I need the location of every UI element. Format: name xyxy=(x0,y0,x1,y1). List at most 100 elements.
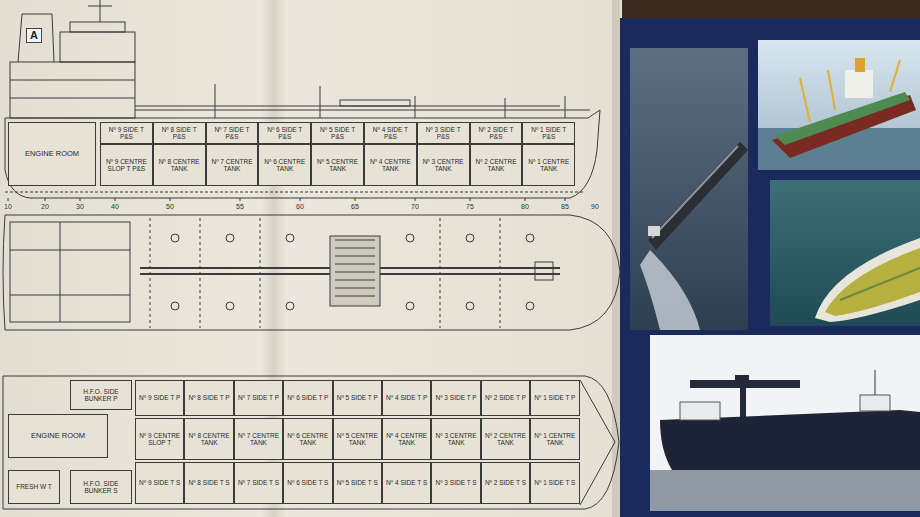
frame-number: 65 xyxy=(350,203,360,210)
photo-sea-wake xyxy=(630,48,748,330)
centre-tank-box: Nº 4 CENTRE TANK xyxy=(382,418,431,460)
profile-view xyxy=(100,0,101,22)
centre-tank-box: Nº 6 CENTRE TANK xyxy=(283,418,332,460)
side-tank-box: Nº 2 SIDE T P&S xyxy=(470,122,523,144)
book-page xyxy=(0,0,622,517)
tank-label: Nº 4 SIDE T S xyxy=(386,479,427,486)
centre-tank-box: Nº 6 CENTRE TANK xyxy=(258,144,311,186)
tank-label: H.F.O. SIDE BUNKER S xyxy=(73,480,129,494)
profile-view xyxy=(10,62,135,118)
deck-plan xyxy=(226,302,234,310)
tank-label: Nº 7 SIDE T P&S xyxy=(209,126,256,140)
centre-tank-box: Nº 7 CENTRE TANK xyxy=(206,144,259,186)
photo-ship-at-quay xyxy=(740,388,746,418)
tank-label: Nº 9 SIDE T P xyxy=(139,394,180,401)
frame-number: 55 xyxy=(235,203,245,210)
tank-label: Nº 3 SIDE T S xyxy=(436,479,477,486)
photo-cargo-ship xyxy=(800,60,900,122)
side-tank-box: Nº 6 SIDE T P&S xyxy=(258,122,311,144)
side-tank-box: Nº 7 SIDE T S xyxy=(234,462,283,504)
tank-plan xyxy=(3,376,619,509)
tank-label: Nº 1 SIDE T P&S xyxy=(525,126,572,140)
bunker-tank-box: H.F.O. SIDE BUNKER S xyxy=(70,470,132,504)
photo-ship-at-quay xyxy=(735,375,749,385)
side-tank-box: Nº 4 SIDE T S xyxy=(382,462,431,504)
frame-number: 60 xyxy=(295,203,305,210)
frame-number: 20 xyxy=(40,203,50,210)
deck-plan xyxy=(171,302,179,310)
side-tank-box: Nº 5 SIDE T P&S xyxy=(311,122,364,144)
frame-number: 80 xyxy=(520,203,530,210)
side-tank-box: Nº 1 SIDE T P&S xyxy=(522,122,575,144)
profile-view xyxy=(5,0,600,201)
deck-plan xyxy=(171,234,179,242)
profile-view xyxy=(5,110,600,198)
frame-number: 70 xyxy=(410,203,420,210)
centre-tank-box: Nº 4 CENTRE TANK xyxy=(364,144,417,186)
photo-ship-at-quay xyxy=(650,335,920,511)
side-tank-box: Nº 8 SIDE T P&S xyxy=(153,122,206,144)
tank-label: Nº 7 CENTRE TANK xyxy=(237,432,280,446)
tank-label: Nº 4 SIDE T P xyxy=(386,394,427,401)
side-tank-box: Nº 2 SIDE T P xyxy=(481,380,530,416)
tank-label: Nº 8 CENTRE TANK xyxy=(187,432,230,446)
tank-plan xyxy=(3,376,619,509)
deck-plan xyxy=(200,218,201,328)
frame-number: 75 xyxy=(465,203,475,210)
tank-label: ENGINE ROOM xyxy=(31,432,85,440)
photo-tanker-deck xyxy=(770,180,920,326)
tank-label: Nº 9 SIDE T P&S xyxy=(103,126,150,140)
tank-label: Nº 5 SIDE T P xyxy=(337,394,378,401)
engine-room-box: ENGINE ROOM xyxy=(8,122,96,186)
photo-sea-wake xyxy=(648,142,748,250)
bunker-tank-box: H.F.O. SIDE BUNKER P xyxy=(70,380,132,410)
tank-label: Nº 8 CENTRE TANK xyxy=(156,158,203,172)
funnel-mark: A xyxy=(26,28,42,43)
photo-cargo-ship xyxy=(758,40,920,170)
centre-tank-box: Nº 8 CENTRE TANK xyxy=(184,418,233,460)
engine-room-box: ENGINE ROOM xyxy=(8,414,108,458)
side-tank-box: Nº 3 SIDE T P&S xyxy=(417,122,470,144)
tank-label: Nº 6 CENTRE TANK xyxy=(286,432,329,446)
profile-view xyxy=(18,14,54,62)
tank-label: Nº 2 SIDE T P&S xyxy=(473,126,520,140)
deck-plan xyxy=(466,302,474,310)
tank-label: Nº 1 SIDE T P xyxy=(534,394,575,401)
profile-view xyxy=(60,32,135,62)
side-tank-box: Nº 5 SIDE T P xyxy=(333,380,382,416)
photo-cargo-ship xyxy=(845,70,873,98)
deck-plan xyxy=(150,218,151,328)
tank-label: Nº 2 CENTRE TANK xyxy=(484,432,527,446)
deck-plan xyxy=(10,222,130,322)
fresh-water-tank-box: FRESH W T xyxy=(8,470,60,504)
side-tank-box: Nº 7 SIDE T P xyxy=(234,380,283,416)
profile-view xyxy=(10,98,135,99)
profile-view xyxy=(8,198,565,201)
centre-tank-box: Nº 7 CENTRE TANK xyxy=(234,418,283,460)
centre-tank-box: Nº 3 CENTRE TANK xyxy=(417,144,470,186)
tank-label: Nº 5 CENTRE TANK xyxy=(314,158,361,172)
photo-tanker-deck xyxy=(815,238,920,322)
frame-number: 85 xyxy=(560,203,570,210)
deck-plan xyxy=(260,218,261,328)
side-tank-box: Nº 6 SIDE T S xyxy=(283,462,332,504)
side-tank-box: Nº 5 SIDE T S xyxy=(333,462,382,504)
profile-view xyxy=(70,22,125,32)
side-tank-box: Nº 3 SIDE T P xyxy=(431,380,480,416)
tank-label: H.F.O. SIDE BUNKER P xyxy=(73,388,129,402)
tank-label: Nº 8 SIDE T P xyxy=(189,394,230,401)
photo-sea-wake xyxy=(652,146,738,238)
side-tank-box: Nº 9 SIDE T S xyxy=(135,462,184,504)
tank-label: Nº 6 SIDE T P&S xyxy=(261,126,308,140)
deck-plan xyxy=(406,234,414,242)
centre-tank-box: Nº 9 CENTRE SLOP T xyxy=(135,418,184,460)
deck-plan xyxy=(466,234,474,242)
photo-tanker-deck xyxy=(840,268,920,300)
side-tank-box: Nº 1 SIDE T S xyxy=(530,462,579,504)
deck-plan xyxy=(226,234,234,242)
tank-label: Nº 4 SIDE T P&S xyxy=(367,126,414,140)
photo-tanker-deck xyxy=(770,180,920,326)
tank-label: Nº 5 SIDE T P&S xyxy=(314,126,361,140)
deck-plan xyxy=(3,215,620,330)
